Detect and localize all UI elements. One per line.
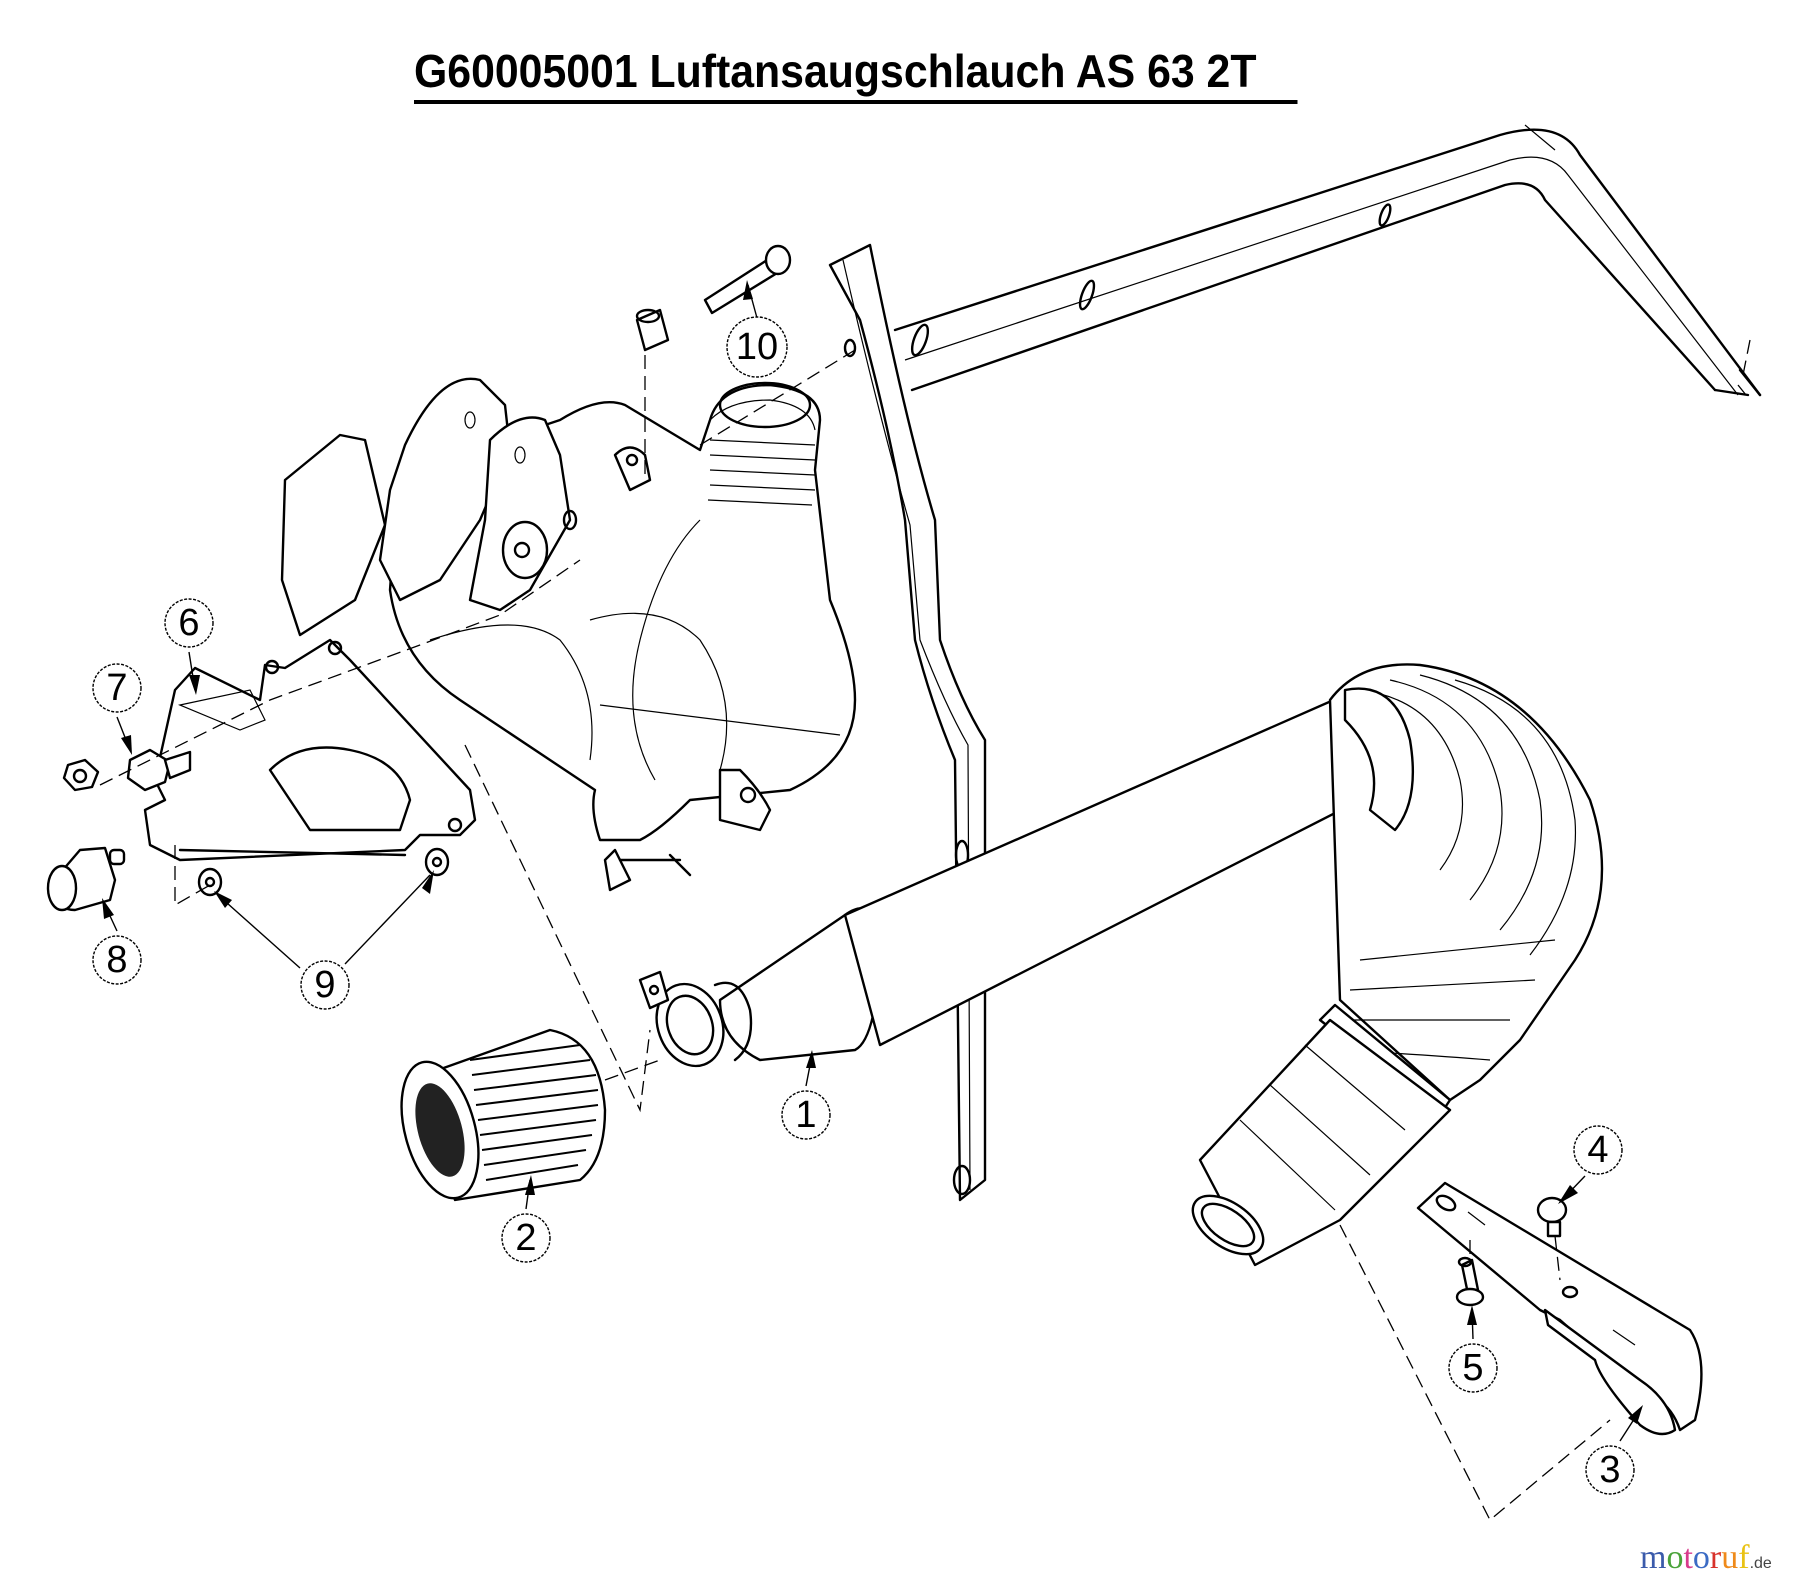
callout-circle	[1585, 1445, 1635, 1495]
callout-label: 10	[736, 326, 778, 368]
callout-5[interactable]: 5	[1448, 1343, 1498, 1393]
logo-letter: o	[1666, 1539, 1684, 1576]
callout-1[interactable]: 1	[781, 1090, 831, 1140]
callout-label: 8	[106, 939, 127, 981]
motoruf-watermark-logo[interactable]: motoruf.de	[1640, 1540, 1772, 1582]
washers	[197, 847, 450, 897]
callout-circle	[300, 960, 350, 1010]
callout-circle	[726, 316, 788, 378]
air-filter-element	[400, 1028, 607, 1202]
callout-circle	[92, 935, 142, 985]
callout-label: 5	[1462, 1347, 1483, 1389]
callout-label: 3	[1599, 1449, 1620, 1491]
callout-label: 1	[795, 1094, 816, 1136]
hose-bracket-strap	[1416, 1181, 1703, 1436]
callout-7[interactable]: 7	[92, 663, 142, 713]
logo-domain: .de	[1749, 1555, 1772, 1572]
screw-pin	[1455, 1256, 1485, 1307]
callout-label: 7	[106, 667, 127, 709]
callout-8[interactable]: 8	[92, 935, 142, 985]
screw	[1536, 1196, 1568, 1238]
callout-10[interactable]: 10	[726, 316, 788, 378]
callout-circle	[92, 663, 142, 713]
callout-circle	[501, 1213, 551, 1263]
callout-label: 4	[1587, 1129, 1608, 1171]
side-brackets	[280, 377, 578, 637]
logo-letter: u	[1721, 1539, 1739, 1576]
handle-frame	[893, 124, 1762, 397]
logo-letter: m	[1640, 1539, 1667, 1576]
hose-outlet	[1191, 1018, 1452, 1267]
callout-2[interactable]: 2	[501, 1213, 551, 1263]
callout-3[interactable]: 3	[1585, 1445, 1635, 1495]
callout-label: 6	[178, 602, 199, 644]
mounting-plate	[143, 638, 477, 862]
bolt-with-spacer	[635, 244, 792, 352]
diagram-title: G60005001 Luftansaugschlauch AS 63 2T	[414, 42, 1298, 104]
callout-circle	[1448, 1343, 1498, 1393]
callout-6[interactable]: 6	[164, 598, 214, 648]
air-intake-hose	[638, 693, 1392, 1068]
callout-label: 9	[314, 964, 335, 1006]
logo-letter: f	[1738, 1539, 1750, 1576]
assembly-lines	[99, 349, 1611, 1522]
callout-4[interactable]: 4	[1573, 1125, 1623, 1175]
callouts	[102, 280, 1643, 1442]
logo-letter: r	[1709, 1539, 1722, 1576]
bolt-and-nut	[62, 748, 192, 792]
logo-letter: t	[1683, 1539, 1693, 1576]
callout-circle	[1573, 1125, 1623, 1175]
callout-label: 2	[515, 1217, 536, 1259]
callout-circle	[781, 1090, 831, 1140]
logo-letter: o	[1692, 1539, 1710, 1576]
rubber-buffer	[46, 846, 126, 912]
callout-circle	[164, 598, 214, 648]
callout-9[interactable]: 9	[300, 960, 350, 1010]
